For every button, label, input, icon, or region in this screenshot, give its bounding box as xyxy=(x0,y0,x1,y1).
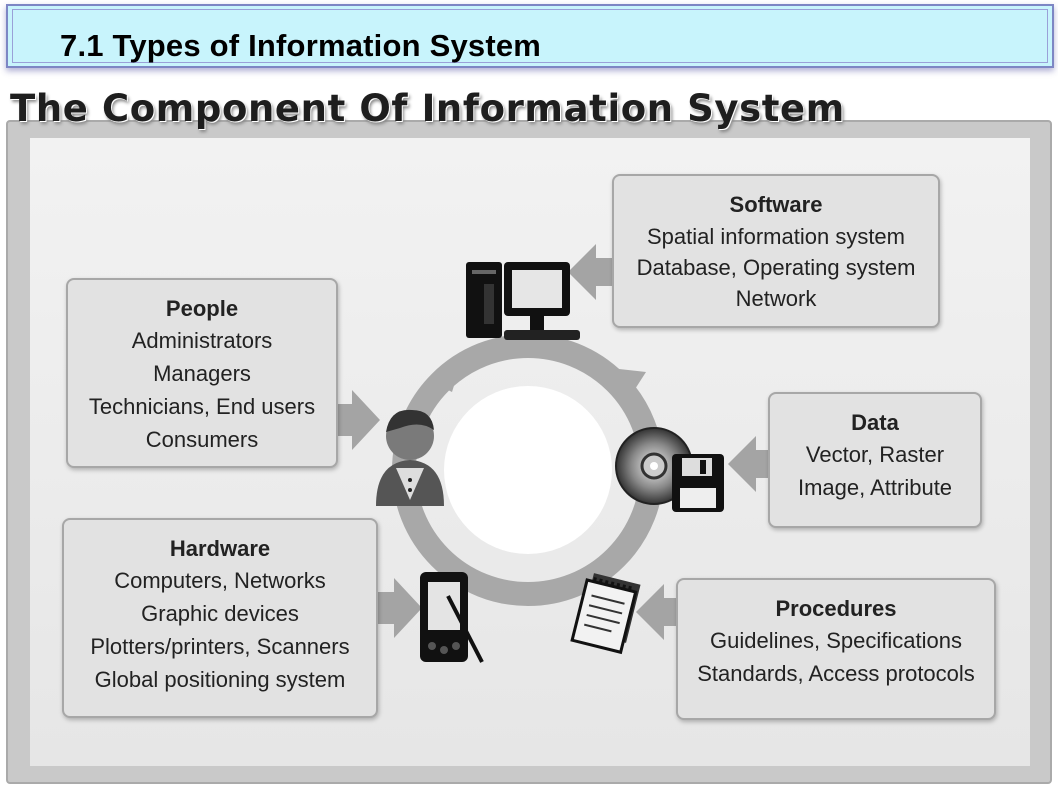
hardware-line: Computers, Networks xyxy=(114,568,326,593)
people-line: Technicians, End users xyxy=(88,394,316,419)
people-line: Administrators xyxy=(131,328,273,353)
slide-title: The Component Of Information System xyxy=(10,87,845,130)
data-line: Image, Attribute xyxy=(797,475,953,500)
hardware-title: Hardware xyxy=(169,536,271,561)
arrow-software xyxy=(568,244,614,300)
header-bar: 7.1 Types of Information System xyxy=(6,4,1054,68)
arrow-people xyxy=(336,390,380,450)
procedures-box: Procedures Guidelines, Specifications St… xyxy=(676,578,996,720)
software-title: Software xyxy=(729,192,823,217)
hardware-line: Graphic devices xyxy=(141,601,299,626)
hardware-line: Plotters/printers, Scanners xyxy=(90,634,350,659)
software-line: Network xyxy=(735,286,817,311)
data-title: Data xyxy=(851,410,899,435)
people-title: People xyxy=(165,296,239,321)
header-title: 7.1 Types of Information System xyxy=(60,28,542,63)
software-line: Spatial information system xyxy=(647,224,905,249)
people-line: Consumers xyxy=(145,427,259,452)
ring-arrow-head xyxy=(610,368,646,400)
computer-icon xyxy=(466,262,580,340)
disc-floppy-icon xyxy=(615,427,724,512)
people-box: People Administrators Managers Technicia… xyxy=(66,278,338,468)
software-box: Software Spatial information system Data… xyxy=(612,174,940,328)
pda-icon xyxy=(420,572,484,663)
notepad-icon xyxy=(570,573,641,655)
procedures-line: Standards, Access protocols xyxy=(697,661,975,686)
arrow-procedures xyxy=(636,584,680,640)
data-box: Data Vector, Raster Image, Attribute xyxy=(768,392,982,528)
person-icon xyxy=(376,409,444,506)
arrow-hardware xyxy=(376,578,422,638)
ring-arrow-head xyxy=(428,360,462,392)
hardware-box: Hardware Computers, Networks Graphic dev… xyxy=(62,518,378,718)
hardware-line: Global positioning system xyxy=(94,667,346,692)
procedures-line: Guidelines, Specifications xyxy=(710,628,962,653)
procedures-title: Procedures xyxy=(775,596,897,621)
ring-center xyxy=(444,386,612,554)
ring xyxy=(392,334,664,606)
data-line: Vector, Raster xyxy=(805,442,945,467)
connector-arrows xyxy=(336,244,770,640)
software-line: Database, Operating system xyxy=(636,255,916,280)
people-line: Managers xyxy=(153,361,251,386)
arrow-data xyxy=(728,436,770,492)
